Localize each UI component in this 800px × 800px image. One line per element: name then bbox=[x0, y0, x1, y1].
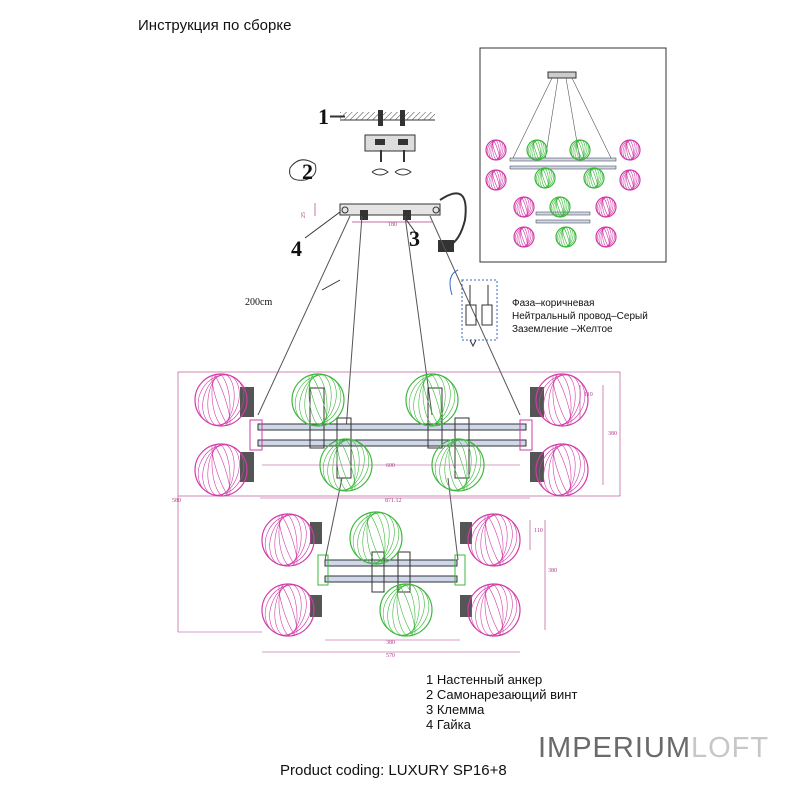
legend-item: 2 Самонарезающий винт bbox=[426, 687, 578, 702]
wiring-ground: Заземление –Желтое bbox=[512, 324, 613, 335]
part-label-1: 1 bbox=[318, 104, 329, 129]
inset-green-globe bbox=[583, 167, 605, 189]
inset-pink-globe bbox=[595, 226, 617, 248]
inset-green-globe bbox=[534, 167, 556, 189]
parts-legend: 1 Настенный анкер 2 Самонарезающий винт … bbox=[426, 672, 577, 732]
dim-180: 180 bbox=[388, 222, 397, 228]
inset-pink-globe bbox=[513, 226, 535, 248]
pink-globe bbox=[535, 373, 589, 427]
part-leaders bbox=[304, 115, 419, 239]
dim-380: 380 bbox=[608, 431, 617, 437]
green-globe bbox=[291, 373, 345, 427]
dim-570: 570 bbox=[386, 653, 395, 659]
mounting-plate bbox=[364, 134, 416, 162]
inset-pink-globe bbox=[485, 139, 507, 161]
inset-green-globe bbox=[569, 139, 591, 161]
dim-871: 871.12 bbox=[385, 498, 402, 504]
suspension-cables bbox=[257, 215, 521, 431]
dim-380-bottom: 380 bbox=[386, 640, 395, 646]
globes bbox=[194, 373, 589, 637]
pink-globe bbox=[261, 513, 315, 567]
dim-580: 580 bbox=[172, 498, 181, 504]
ceiling bbox=[330, 110, 435, 126]
inset-pink-globe bbox=[619, 169, 641, 191]
pink-globe bbox=[194, 373, 248, 427]
inset-pink-globe bbox=[619, 139, 641, 161]
inset-pink-globe bbox=[595, 196, 617, 218]
part-label-4: 4 bbox=[291, 236, 302, 261]
inset-green-globe bbox=[549, 196, 571, 218]
cable-length-label: 200cm bbox=[245, 297, 273, 308]
brand-loft: LOFT bbox=[691, 732, 770, 764]
legend-item: 3 Клемма bbox=[426, 702, 485, 717]
wiring-neutral: Нейтральный провод–Серый bbox=[512, 311, 648, 322]
cable-leader bbox=[321, 279, 341, 291]
pink-globe bbox=[535, 443, 589, 497]
dim-380-lower: 380 bbox=[548, 568, 557, 574]
inset-green-globe bbox=[555, 226, 577, 248]
wiring-legend: Фаза–коричневая Нейтральный провод–Серый… bbox=[512, 297, 648, 336]
wiring-phase: Фаза–коричневая bbox=[512, 298, 595, 309]
brand-imperium: IMPERIUM bbox=[538, 732, 691, 764]
legend-item: 4 Гайка bbox=[426, 717, 471, 732]
dim-110-lower: 110 bbox=[534, 528, 543, 534]
part-label-3: 3 bbox=[409, 226, 420, 251]
green-globe bbox=[319, 438, 373, 492]
green-globe bbox=[405, 373, 459, 427]
pink-globe bbox=[261, 583, 315, 637]
product-coding: Product coding: LUXURY SP16+8 bbox=[280, 762, 507, 779]
pink-globe bbox=[467, 513, 521, 567]
inset-pink-globe bbox=[485, 169, 507, 191]
brand-logo: IMPERIUMLOFT bbox=[538, 732, 769, 765]
dim-600: 600 bbox=[386, 463, 395, 469]
green-globe bbox=[431, 438, 485, 492]
pink-globe bbox=[194, 443, 248, 497]
legend-item: 1 Настенный анкер bbox=[426, 672, 543, 687]
part-label-2: 2 bbox=[302, 159, 313, 184]
pink-globe bbox=[467, 583, 521, 637]
wiring-detail bbox=[449, 269, 498, 348]
dim-25: 25 bbox=[301, 212, 307, 218]
dim-110-upper: 110 bbox=[584, 392, 593, 398]
self-tapping-screws bbox=[289, 159, 412, 181]
lower-tier bbox=[310, 477, 472, 617]
inset-pink-globe bbox=[513, 196, 535, 218]
inset-green-globe bbox=[526, 139, 548, 161]
inset-preview bbox=[479, 47, 667, 263]
dimension-lines bbox=[177, 371, 621, 653]
green-globe bbox=[379, 583, 433, 637]
page-title: Инструкция по сборке bbox=[138, 17, 292, 34]
green-globe bbox=[349, 511, 403, 565]
